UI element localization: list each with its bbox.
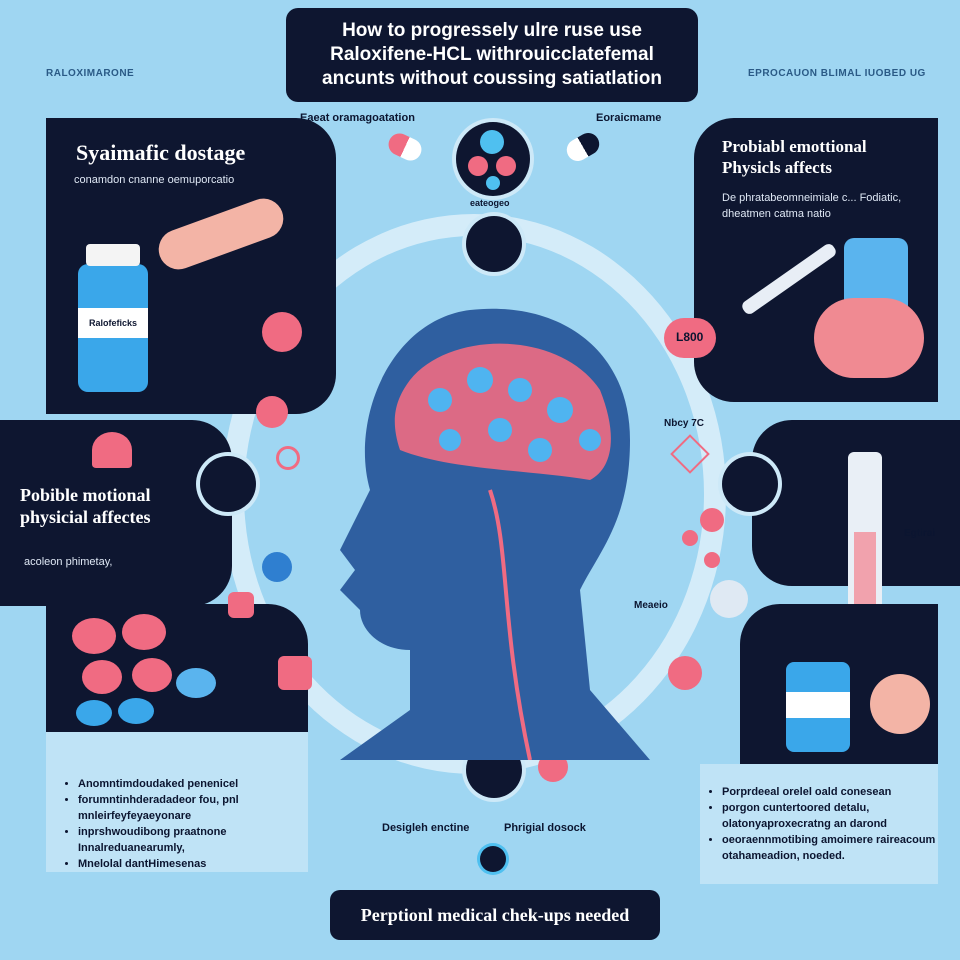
- medicine-bottle-icon: Ralofeficks: [78, 244, 148, 392]
- list-item: Porprdeeal orelel oald conesean: [722, 784, 948, 800]
- panel-dosage-title: Syaimafic dostage: [76, 140, 246, 165]
- blue-pill-icon: [118, 698, 154, 724]
- right-tag: EPROCAUON BLIMAL IUOBED UG: [748, 68, 926, 79]
- pink-pill-icon: [132, 658, 172, 692]
- blue-pill-icon: [176, 668, 216, 698]
- pink-pill-icon: [228, 592, 254, 618]
- ring-node-top: [466, 216, 522, 272]
- eye-icon: [480, 846, 506, 872]
- title-banner: How to progressely ulre ruse use Raloxif…: [286, 8, 698, 102]
- dose-label: L800: [676, 330, 704, 344]
- pink-pill-icon: [262, 312, 302, 352]
- list-item: oeoraennmotibing amoimere raireacoum ota…: [722, 832, 948, 864]
- chem-label: Nbcy 7C: [664, 418, 705, 429]
- list-item: inprshwoudibong praatnone Innalreduanear…: [78, 824, 308, 856]
- ring-pill-icon: [276, 446, 300, 470]
- hand-icon: [814, 298, 924, 378]
- bottom-label-left: Desigleh enctine: [382, 822, 470, 834]
- panel-vial: [740, 604, 938, 764]
- syringe-label: Egtirai: [904, 528, 936, 539]
- pink-pill-icon: [72, 618, 116, 654]
- blue-pill-icon: [480, 130, 504, 154]
- broken-heart-icon: [92, 432, 132, 468]
- ring-node-right: [722, 456, 778, 512]
- bottom-label-right: Phrigial dosock: [504, 822, 586, 834]
- panel-emotional-top-title: Probiabl emottional Physicls affects: [722, 137, 867, 177]
- list-item: forumntinhderadadeor fou, pnl mnleirfeyf…: [78, 792, 308, 824]
- syringe-icon: [739, 241, 839, 317]
- pill-label: Meaeio: [634, 600, 668, 611]
- footer-text: Perptionl medical chek-ups needed: [360, 904, 630, 925]
- bottom-left-list: Anomntimdoudaked penenicel forumntinhder…: [62, 776, 308, 872]
- pink-pill-icon: [664, 318, 716, 358]
- hand-icon: [153, 192, 289, 276]
- list-item: Mnelolal dantHimesenas: [78, 856, 308, 872]
- panel-pills: [46, 604, 308, 732]
- panel-emotional-mid-subtitle: acoleon phimetay,: [24, 556, 113, 568]
- human-head-illustration: [340, 308, 650, 760]
- pink-pill-icon: [122, 614, 166, 650]
- top-node: [456, 122, 530, 196]
- panel-emotional-top: Probiabl emottional Physicls affects De …: [694, 118, 938, 402]
- panel-emotional-mid: Pobible motional physicial affectes acol…: [0, 420, 232, 606]
- list-item: Anomntimdoudaked penenicel: [78, 776, 308, 792]
- pink-pill-icon: [82, 660, 122, 694]
- blue-pill-icon: [486, 176, 500, 190]
- capsule-icon: [562, 128, 604, 166]
- panel-dosage-subtitle: conamdon cnanne oemuporcatio: [74, 174, 235, 186]
- cracked-pill-icon: [278, 656, 312, 690]
- pink-pill-icon: [704, 552, 720, 568]
- hand-icon: [870, 674, 930, 734]
- page-title: How to progressely ulre ruse use Raloxif…: [322, 20, 662, 89]
- top-node-caption: eateogeo: [470, 198, 510, 208]
- pink-pill-icon: [668, 656, 702, 690]
- bottle-label: Ralofeficks: [78, 308, 148, 338]
- list-item: porgon cuntertoored detalu, olatonyaprox…: [722, 800, 948, 832]
- bottom-left-list-bg: [46, 732, 308, 872]
- bottom-right-list-bg: [700, 764, 938, 884]
- pink-pill-icon: [496, 156, 516, 176]
- panel-emotional-mid-title: Pobible motional physicial affectes: [20, 485, 151, 527]
- pink-pill-icon: [468, 156, 488, 176]
- footer-banner: Perptionl medical chek-ups needed: [330, 890, 660, 940]
- top-label-left: Eaeat oramagoatation: [300, 112, 415, 124]
- blue-pill-icon: [76, 700, 112, 726]
- panel-dosage: Syaimafic dostage conamdon cnanne oemupo…: [46, 118, 336, 414]
- pink-pill-icon: [256, 396, 288, 428]
- ring-node-left: [200, 456, 256, 512]
- vial-icon: [786, 662, 850, 752]
- pink-pill-icon: [682, 530, 698, 546]
- capsule-icon: [384, 129, 426, 165]
- top-label-right: Eoraicmame: [596, 112, 662, 124]
- panel-emotional-top-subtitle: De phratabeomneimiale c... Fodiatic, dhe…: [722, 192, 902, 220]
- pink-pill-icon: [700, 508, 724, 532]
- blue-pill-icon: [262, 552, 292, 582]
- white-pill-icon: [710, 580, 748, 618]
- left-tag: RALOXIMARONE: [46, 68, 135, 79]
- bottom-right-list: Porprdeeal orelel oald conesean porgon c…: [706, 784, 948, 864]
